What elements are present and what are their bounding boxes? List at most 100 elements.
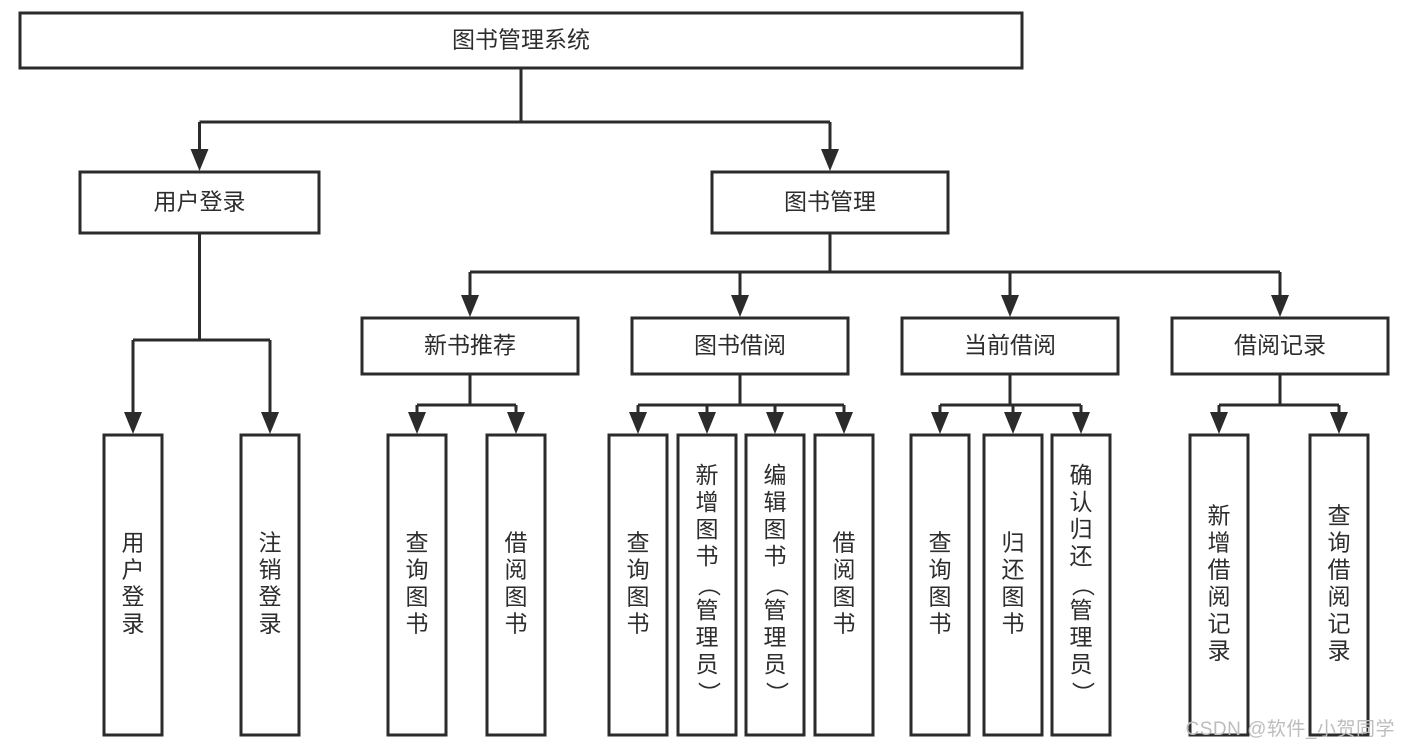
- arrow-head-icon: [190, 149, 209, 171]
- nodes-layer: 图书管理系统用户登录图书管理新书推荐图书借阅当前借阅借阅记录用户登录注销登录查询…: [18, 11, 1390, 737]
- node-label-leaf-borrow-book-1-char-3: 书: [505, 611, 528, 637]
- arrow-head-icon: [821, 149, 839, 171]
- node-label-leaf-add-record-char-1: 增: [1208, 530, 1231, 556]
- node-label-leaf-user-login-char-3: 录: [122, 611, 145, 637]
- connectors-layer: [124, 68, 1348, 434]
- node-label-leaf-add-book-char-4: （: [696, 574, 722, 597]
- arrow-head-icon: [1330, 412, 1348, 434]
- node-label-leaf-borrow-book-1-char-2: 图: [505, 584, 528, 610]
- node-label-leaf-edit-book-char-6: 理: [764, 624, 787, 650]
- node-box-leaf-user-login: [102, 433, 164, 737]
- node-box-leaf-query-book-3: [909, 433, 971, 737]
- node-label-leaf-query-record-char-4: 记: [1328, 611, 1351, 637]
- arrow-head-icon: [629, 412, 647, 434]
- node-label-leaf-user-login-char-0: 用: [122, 530, 145, 556]
- node-label-root: 图书管理系统: [452, 27, 590, 53]
- node-book-borrow[interactable]: 图书借阅: [630, 316, 850, 376]
- node-box-new-book-rec: [360, 316, 580, 376]
- node-box-leaf-query-book-2: [607, 433, 669, 737]
- node-box-leaf-logout: [239, 433, 301, 737]
- node-label-leaf-borrow-book-2-char-2: 图: [833, 584, 856, 610]
- node-box-leaf-return-book: [982, 433, 1044, 737]
- arrow-head-icon: [461, 295, 479, 317]
- node-box-book-borrow: [630, 316, 850, 376]
- node-label-leaf-borrow-book-2-char-1: 阅: [833, 557, 856, 583]
- node-current-borrow[interactable]: 当前借阅: [900, 316, 1120, 376]
- node-box-root: [18, 11, 1024, 70]
- node-box-leaf-add-book: [676, 433, 738, 737]
- node-label-leaf-add-book-char-5: 管: [696, 597, 719, 623]
- node-label-leaf-return-book-char-3: 书: [1002, 611, 1025, 637]
- node-label-user-login: 用户登录: [154, 189, 246, 215]
- node-label-leaf-add-record-char-0: 新: [1208, 503, 1231, 529]
- arrow-head-icon: [261, 412, 279, 434]
- node-root[interactable]: 图书管理系统: [18, 11, 1024, 70]
- node-label-leaf-return-book-char-2: 图: [1002, 584, 1025, 610]
- watermark-text: CSDN @软件_小贺同学: [1185, 719, 1395, 740]
- arrow-head-icon: [408, 412, 426, 434]
- node-book-manage[interactable]: 图书管理: [710, 170, 950, 235]
- node-borrow-record[interactable]: 借阅记录: [1170, 316, 1390, 376]
- node-label-leaf-return-book-char-1: 还: [1002, 557, 1025, 583]
- node-label-leaf-add-book-char-8: ）: [696, 682, 722, 705]
- node-label-leaf-edit-book-char-1: 辑: [764, 489, 787, 515]
- node-label-leaf-query-book-2-char-3: 书: [627, 611, 650, 637]
- arrow-head-icon: [1001, 295, 1019, 317]
- node-label-borrow-record: 借阅记录: [1234, 332, 1326, 358]
- node-label-leaf-query-record-char-0: 查: [1328, 503, 1351, 529]
- node-label-book-borrow: 图书借阅: [694, 332, 786, 358]
- node-label-leaf-confirm-return-char-7: 员: [1070, 651, 1093, 677]
- node-label-leaf-logout-char-3: 录: [259, 611, 282, 637]
- arrow-head-icon: [1072, 412, 1090, 434]
- node-label-leaf-query-record-char-1: 询: [1328, 530, 1351, 556]
- arrow-head-icon: [1210, 412, 1228, 434]
- node-box-leaf-borrow-book-2: [813, 433, 875, 737]
- node-box-current-borrow: [900, 316, 1120, 376]
- node-label-book-manage: 图书管理: [784, 189, 876, 215]
- arrow-head-icon: [124, 412, 142, 434]
- node-label-leaf-query-book-3-char-1: 询: [929, 557, 952, 583]
- node-box-leaf-borrow-book-1: [485, 433, 547, 737]
- node-leaf-user-login[interactable]: 用户登录: [102, 433, 164, 737]
- node-label-new-book-rec: 新书推荐: [424, 332, 516, 358]
- arrow-head-icon: [766, 412, 784, 434]
- node-label-leaf-confirm-return-char-6: 理: [1070, 624, 1093, 650]
- node-label-leaf-query-book-3-char-2: 图: [929, 584, 952, 610]
- node-label-leaf-add-record-char-4: 记: [1208, 611, 1231, 637]
- node-label-leaf-edit-book-char-7: 员: [764, 651, 787, 677]
- arrow-head-icon: [1004, 412, 1022, 434]
- node-label-leaf-confirm-return-char-4: （: [1070, 574, 1096, 597]
- node-label-leaf-query-record-char-2: 借: [1328, 557, 1351, 583]
- node-label-leaf-query-book-2-char-2: 图: [627, 584, 650, 610]
- node-label-leaf-query-book-2-char-1: 询: [627, 557, 650, 583]
- node-label-leaf-confirm-return-char-5: 管: [1070, 597, 1093, 623]
- node-label-leaf-query-book-1-char-2: 图: [406, 584, 429, 610]
- node-label-leaf-add-book-char-6: 理: [696, 624, 719, 650]
- node-label-leaf-borrow-book-1-char-0: 借: [505, 530, 528, 556]
- node-label-leaf-logout-char-2: 登: [259, 584, 282, 610]
- node-label-leaf-borrow-book-1-char-1: 阅: [505, 557, 528, 583]
- arrow-head-icon: [698, 412, 716, 434]
- node-box-leaf-confirm-return: [1050, 433, 1112, 737]
- node-user-login[interactable]: 用户登录: [78, 170, 321, 235]
- node-label-leaf-borrow-book-2-char-3: 书: [833, 611, 856, 637]
- node-label-leaf-confirm-return-char-3: 还: [1070, 543, 1093, 569]
- node-label-leaf-edit-book-char-5: 管: [764, 597, 787, 623]
- node-box-book-manage: [710, 170, 950, 235]
- node-label-leaf-confirm-return-char-2: 归: [1070, 516, 1093, 542]
- node-label-leaf-query-book-1-char-3: 书: [406, 611, 429, 637]
- node-new-book-rec[interactable]: 新书推荐: [360, 316, 580, 376]
